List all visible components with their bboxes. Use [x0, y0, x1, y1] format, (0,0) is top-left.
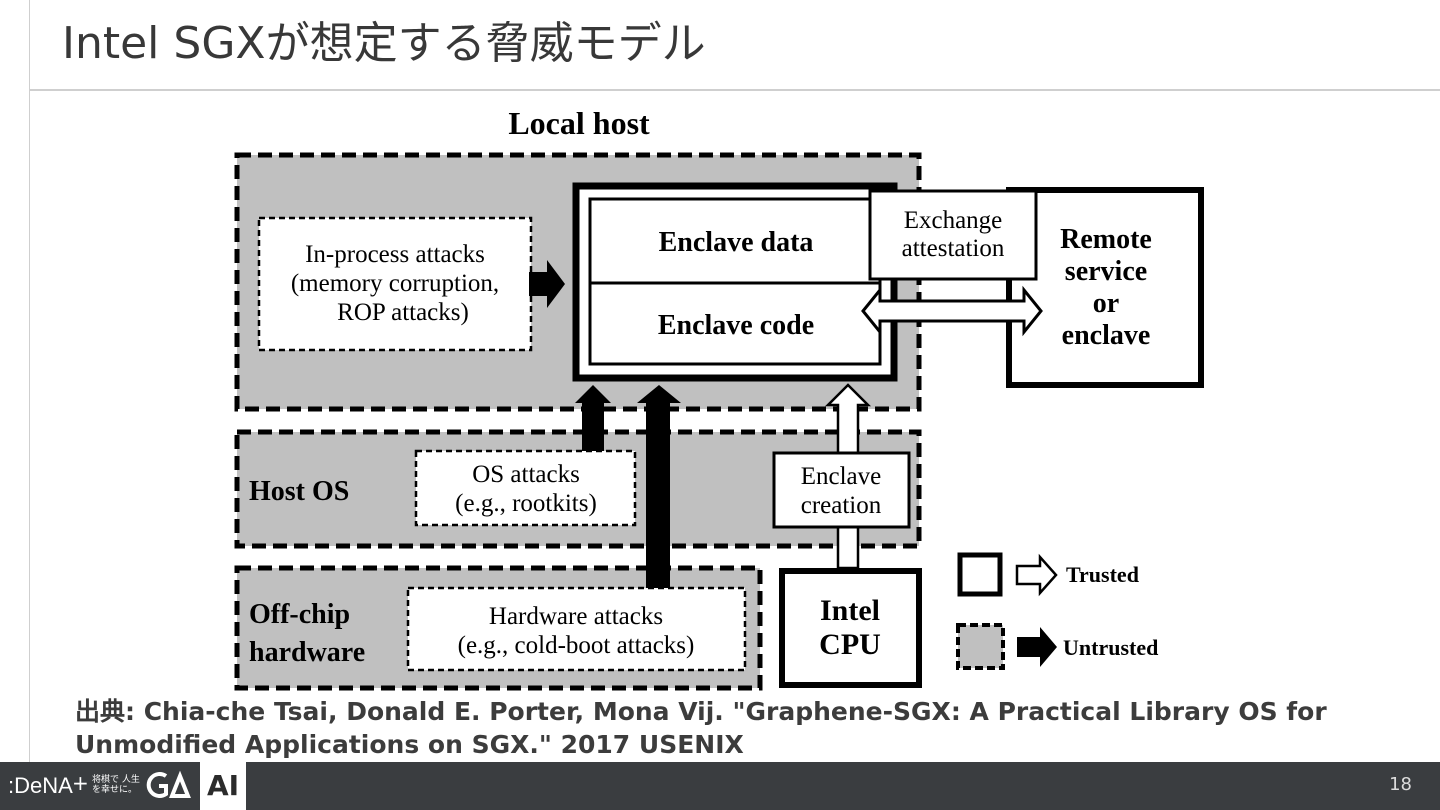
legend-trusted-label: Trusted — [1066, 562, 1139, 587]
brand-tagline: 将棋で 人生を幸せに。 — [92, 775, 140, 795]
enclave-code-label: Enclave code — [658, 310, 814, 341]
cpu-line2: CPU — [819, 628, 881, 661]
local-host-label: Local host — [508, 105, 650, 141]
legend-untrusted-label: Untrusted — [1063, 635, 1158, 660]
page-number: 18 — [1389, 774, 1412, 795]
offchip-line2: hardware — [249, 637, 365, 668]
legend-untrusted-box — [956, 623, 1005, 670]
creation-line2: creation — [801, 492, 882, 519]
legend-trusted-arrow — [1015, 553, 1058, 597]
source-citation: 出典: Chia-che Tsai, Donald E. Porter, Mon… — [75, 695, 1395, 761]
hw-attacks-line2: (e.g., cold-boot attacks) — [458, 632, 695, 659]
remote-line4: enclave — [1062, 320, 1151, 351]
remote-line1: Remote — [1060, 224, 1152, 255]
legend-untrusted-arrow — [1017, 627, 1057, 667]
title-rule — [30, 89, 1440, 91]
exchange-line1: Exchange — [904, 207, 1003, 234]
remote-line2: service — [1065, 256, 1147, 287]
enclave-data-label: Enclave data — [659, 227, 814, 258]
os-attack-arrow — [575, 385, 611, 451]
citation-line1: 出典: Chia-che Tsai, Donald E. Porter, Mon… — [75, 697, 1327, 726]
remote-service-box — [1006, 187, 1204, 388]
slide-title: Intel SGXが想定する脅威モデル — [62, 18, 706, 69]
in-process-attack-arrow — [529, 260, 565, 308]
threat-model-diagram: Local host In-process attacks (memory co… — [234, 105, 1204, 691]
hardware-attack-arrow — [637, 385, 681, 588]
exchange-line2: attestation — [902, 235, 1005, 262]
cpu-line1: Intel — [820, 594, 880, 627]
in-process-line2: (memory corruption, — [291, 270, 499, 297]
hardware-attacks-box — [406, 586, 747, 672]
host-os-label: Host OS — [249, 476, 349, 507]
hw-attacks-line1: Hardware attacks — [489, 603, 663, 630]
footer-bar: :DeNA + 将棋で 人生を幸せに。 GO AI 18 — [0, 762, 1440, 810]
in-process-line1: In-process attacks — [305, 241, 485, 268]
dena-logo: :DeNA — [8, 773, 73, 798]
creation-line1: Enclave — [801, 463, 882, 490]
enclave-creation-box — [772, 451, 911, 529]
exchange-attestation-box — [868, 189, 1038, 281]
os-attacks-line2: (e.g., rootkits) — [455, 490, 597, 517]
in-process-line3: ROP attacks) — [337, 299, 469, 326]
os-attacks-box — [414, 449, 637, 527]
citation-line2: Unmodified Applications on SGX." 2017 US… — [75, 730, 744, 759]
left-rule — [29, 0, 30, 762]
remote-line3: or — [1093, 288, 1119, 319]
legend-trusted-box — [957, 552, 1003, 597]
attestation-double-arrow — [861, 285, 1043, 337]
offchip-line1: Off-chip — [249, 599, 350, 630]
go-logo: GO — [146, 770, 191, 798]
os-attacks-line1: OS attacks — [472, 461, 580, 488]
brand-plus: + — [72, 771, 89, 795]
intel-cpu-box — [779, 568, 922, 688]
ai-label: AI — [200, 762, 246, 810]
in-process-attacks-box — [257, 216, 533, 352]
